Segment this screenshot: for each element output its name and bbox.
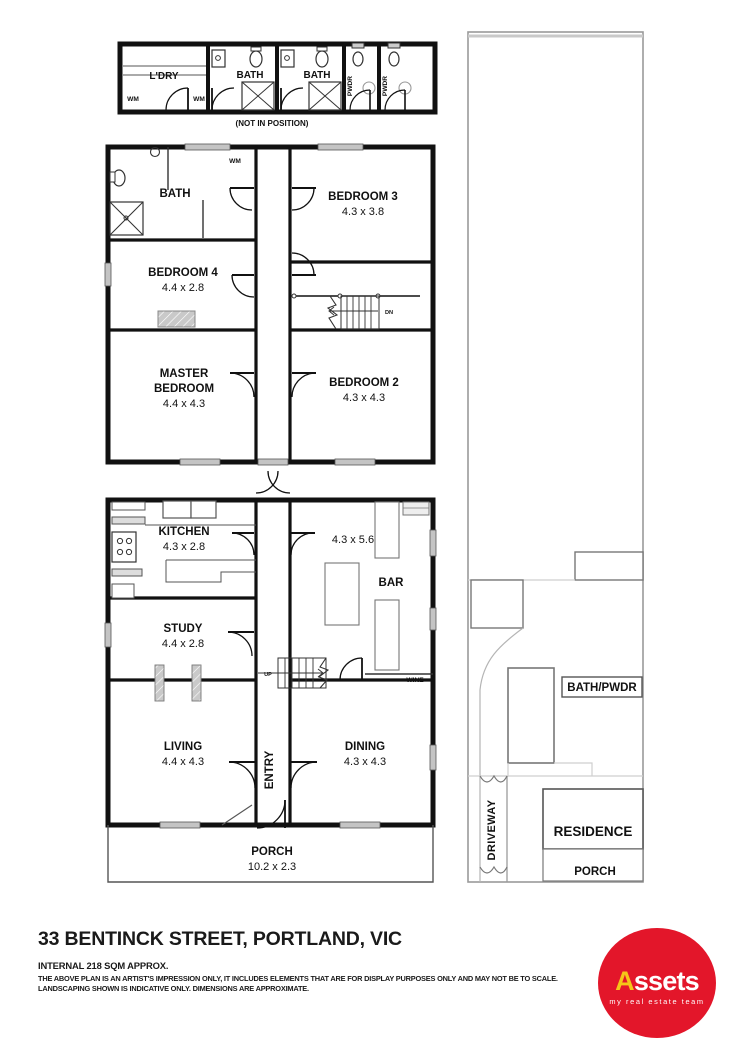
room-master-label-1: MASTER	[160, 368, 209, 380]
room-bedroom2-dims: 4.3 x 4.3	[343, 392, 385, 404]
internal-area-text: INTERNAL 218 SQM APPROX.	[38, 960, 169, 971]
room-kitchen-label: KITCHEN	[158, 526, 209, 538]
room-dining-label: DINING	[345, 741, 385, 753]
room-kitchen-dims: 4.3 x 2.8	[163, 541, 205, 553]
strip-room-pwdr-2-label: PWDR	[382, 76, 389, 96]
logo-word-rest: ssets	[633, 966, 700, 996]
room-living-dims: 4.4 x 4.3	[162, 756, 204, 768]
room-living-label: LIVING	[164, 741, 202, 753]
room-greatroom-dims: 4.3 x 5.6	[332, 534, 374, 546]
wine-label: WINE	[406, 677, 424, 684]
brand-logo: Assets my real estate team	[598, 928, 716, 1038]
disclaimer-line-1: THE ABOVE PLAN IS AN ARTIST'S IMPRESSION…	[38, 974, 558, 983]
room-porch-dims: 10.2 x 2.3	[248, 861, 296, 873]
room-study-dims: 4.4 x 2.8	[162, 638, 204, 650]
bar-label: BAR	[379, 577, 405, 589]
logo-wordmark: Assets	[598, 968, 716, 995]
site-porch-label: PORCH	[574, 866, 616, 878]
room-porch-label: PORCH	[251, 846, 293, 858]
room-bedroom4-dims: 4.4 x 2.8	[162, 282, 204, 294]
room-bedroom3-label: BEDROOM 3	[328, 191, 398, 203]
room-bath-upper-label: BATH	[159, 188, 190, 200]
strip-room-laundry-label: L'DRY	[149, 71, 179, 82]
strip-wm-1-label: WM	[127, 96, 139, 103]
room-master-dims: 4.4 x 4.3	[163, 398, 205, 410]
room-bedroom2-label: BEDROOM 2	[329, 377, 399, 389]
not-in-position-caption: (NOT IN POSITION)	[236, 119, 309, 128]
detail-strip-group: L'DRY WM WM BATH BATH	[117, 41, 438, 128]
strip-room-bath-1-label: BATH	[236, 70, 263, 81]
room-bedroom4-label: BEDROOM 4	[148, 267, 218, 279]
room-master-label-2: BEDROOM	[154, 383, 214, 395]
room-dining-dims: 4.3 x 4.3	[344, 756, 386, 768]
site-plan: BATH/PWDR RESIDENCE PORCH DRIVEWAY	[467, 31, 644, 883]
room-bedroom3-dims: 4.3 x 3.8	[342, 206, 384, 218]
footer-block: 33 BENTINCK STREET, PORTLAND, VIC INTERN…	[38, 928, 598, 994]
stair-dn-label: DN	[385, 310, 393, 316]
page-title: 33 BENTINCK STREET, PORTLAND, VIC	[38, 928, 402, 950]
site-bath-pwdr-label: BATH/PWDR	[567, 682, 637, 694]
room-study-label: STUDY	[164, 623, 203, 635]
strip-room-bath-2-label: BATH	[303, 70, 330, 81]
site-driveway-label: DRIVEWAY	[486, 799, 498, 860]
logo-circle-shape	[598, 928, 716, 1038]
strip-room-pwdr-1-label: PWDR	[347, 76, 354, 96]
ground-floor-plan: KITCHEN 4.3 x 2.8 STUDY 4.4 x 2.8 LIVING…	[104, 470, 437, 883]
upper-floor-plan: BATH WM BEDROOM 4 4.4 x 2.8 MASTER BEDRO…	[104, 143, 436, 466]
site-residence-label: RESIDENCE	[554, 824, 633, 839]
wm-upper-label: WM	[229, 158, 241, 165]
floor-plan-drawing: L'DRY WM WM BATH BATH	[104, 31, 644, 883]
logo-tagline: my real estate team	[609, 997, 705, 1006]
stair-up-label: UP	[264, 672, 272, 678]
logo-letter-a: A	[615, 966, 634, 996]
strip-wm-2-label: WM	[193, 96, 205, 103]
disclaimer-line-2: LANDSCAPING SHOWN IS INDICATIVE ONLY. DI…	[38, 984, 309, 993]
entry-label: ENTRY	[264, 750, 276, 789]
